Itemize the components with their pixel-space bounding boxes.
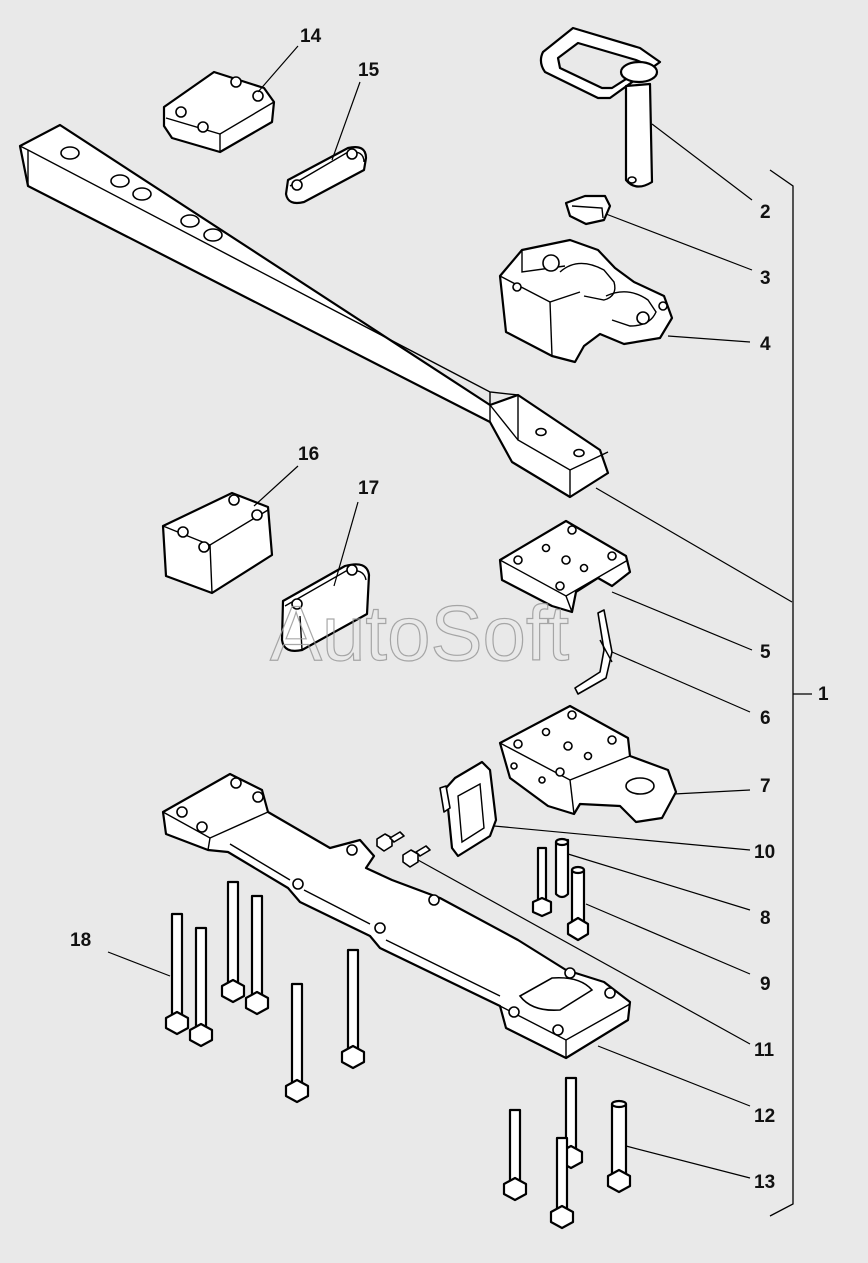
part-18-bolt-a — [164, 912, 190, 1036]
drawbar — [18, 123, 610, 499]
callout-16: 16 — [298, 444, 319, 465]
part-12-base-plate — [161, 772, 632, 1060]
part-11-screws — [376, 831, 431, 868]
bolts — [164, 837, 632, 1230]
part-5-plate — [498, 519, 632, 614]
callout-17: 17 — [358, 478, 379, 499]
assembly-bracket — [769, 169, 812, 1217]
part-4-hitch-hook — [498, 238, 674, 364]
part-13-bolt-c — [549, 1136, 575, 1230]
callout-5: 5 — [760, 642, 771, 663]
part-3-clip — [564, 194, 612, 226]
part-8-pin — [554, 837, 570, 899]
part-16-block — [161, 491, 274, 595]
part-18-bolt-e — [284, 982, 310, 1104]
part-9-bolt-a — [531, 846, 553, 918]
part-18-bolt-c — [220, 880, 246, 1004]
callout-4: 4 — [760, 334, 771, 355]
part-10-bracket — [439, 760, 498, 858]
callout-11: 11 — [754, 1040, 775, 1061]
part-9-bolt-b — [566, 865, 590, 942]
part-14-plate — [162, 70, 276, 154]
part-2-pin — [539, 26, 662, 188]
part-18-bolt-f — [340, 948, 366, 1070]
part-13-bolt-a — [502, 1108, 528, 1202]
part-17-link — [280, 563, 371, 652]
callout-12: 12 — [754, 1106, 775, 1127]
leader-lines — [107, 45, 793, 1179]
callout-labels: 14 15 2 3 4 16 17 5 6 1 7 10 8 9 18 11 1… — [70, 26, 829, 1193]
part-6-spring-clip — [574, 609, 613, 695]
callout-10: 10 — [754, 842, 775, 863]
callout-15: 15 — [358, 60, 380, 81]
callout-14: 14 — [300, 26, 322, 47]
part-15-link — [284, 146, 368, 205]
part-13-bolt-d — [606, 1099, 632, 1194]
callout-1: 1 — [818, 684, 829, 705]
part-18-bolt-d — [244, 894, 270, 1016]
part-7-plate-eye — [498, 704, 678, 824]
callout-18: 18 — [70, 930, 91, 951]
callout-8: 8 — [760, 908, 771, 929]
callout-6: 6 — [760, 708, 771, 729]
part-18-bolt-b — [188, 926, 214, 1048]
callout-3: 3 — [760, 268, 771, 289]
watermark-text: AutoSoft — [270, 589, 570, 677]
callout-9: 9 — [760, 974, 771, 995]
callout-7: 7 — [760, 776, 771, 797]
callout-13: 13 — [754, 1172, 775, 1193]
callout-2: 2 — [760, 202, 771, 223]
